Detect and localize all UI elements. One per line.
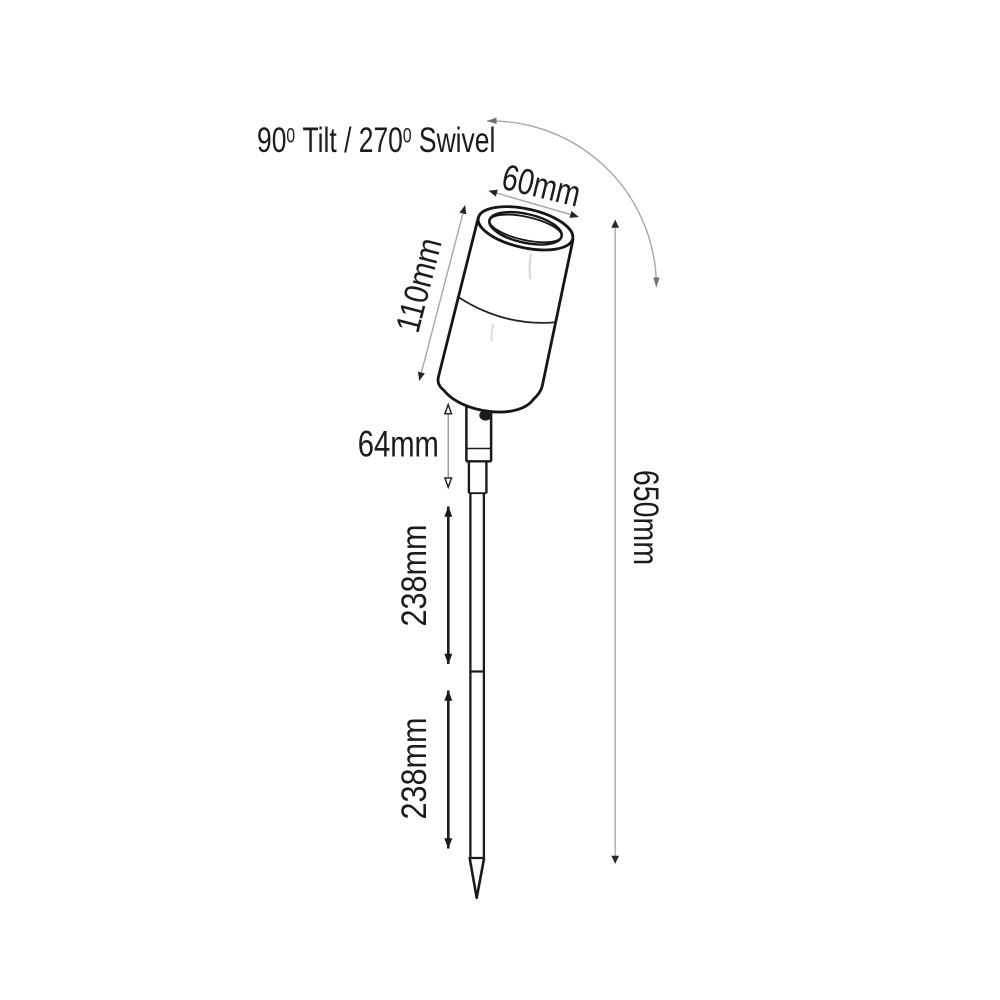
svg-text:64mm: 64mm xyxy=(358,424,439,465)
svg-text:900 Tilt / 2700 Swivel: 900 Tilt / 2700 Swivel xyxy=(257,120,495,160)
svg-text:238mm: 238mm xyxy=(394,717,433,819)
svg-text:650mm: 650mm xyxy=(626,470,665,565)
svg-text:238mm: 238mm xyxy=(394,524,433,626)
svg-text:110mm: 110mm xyxy=(388,234,449,336)
